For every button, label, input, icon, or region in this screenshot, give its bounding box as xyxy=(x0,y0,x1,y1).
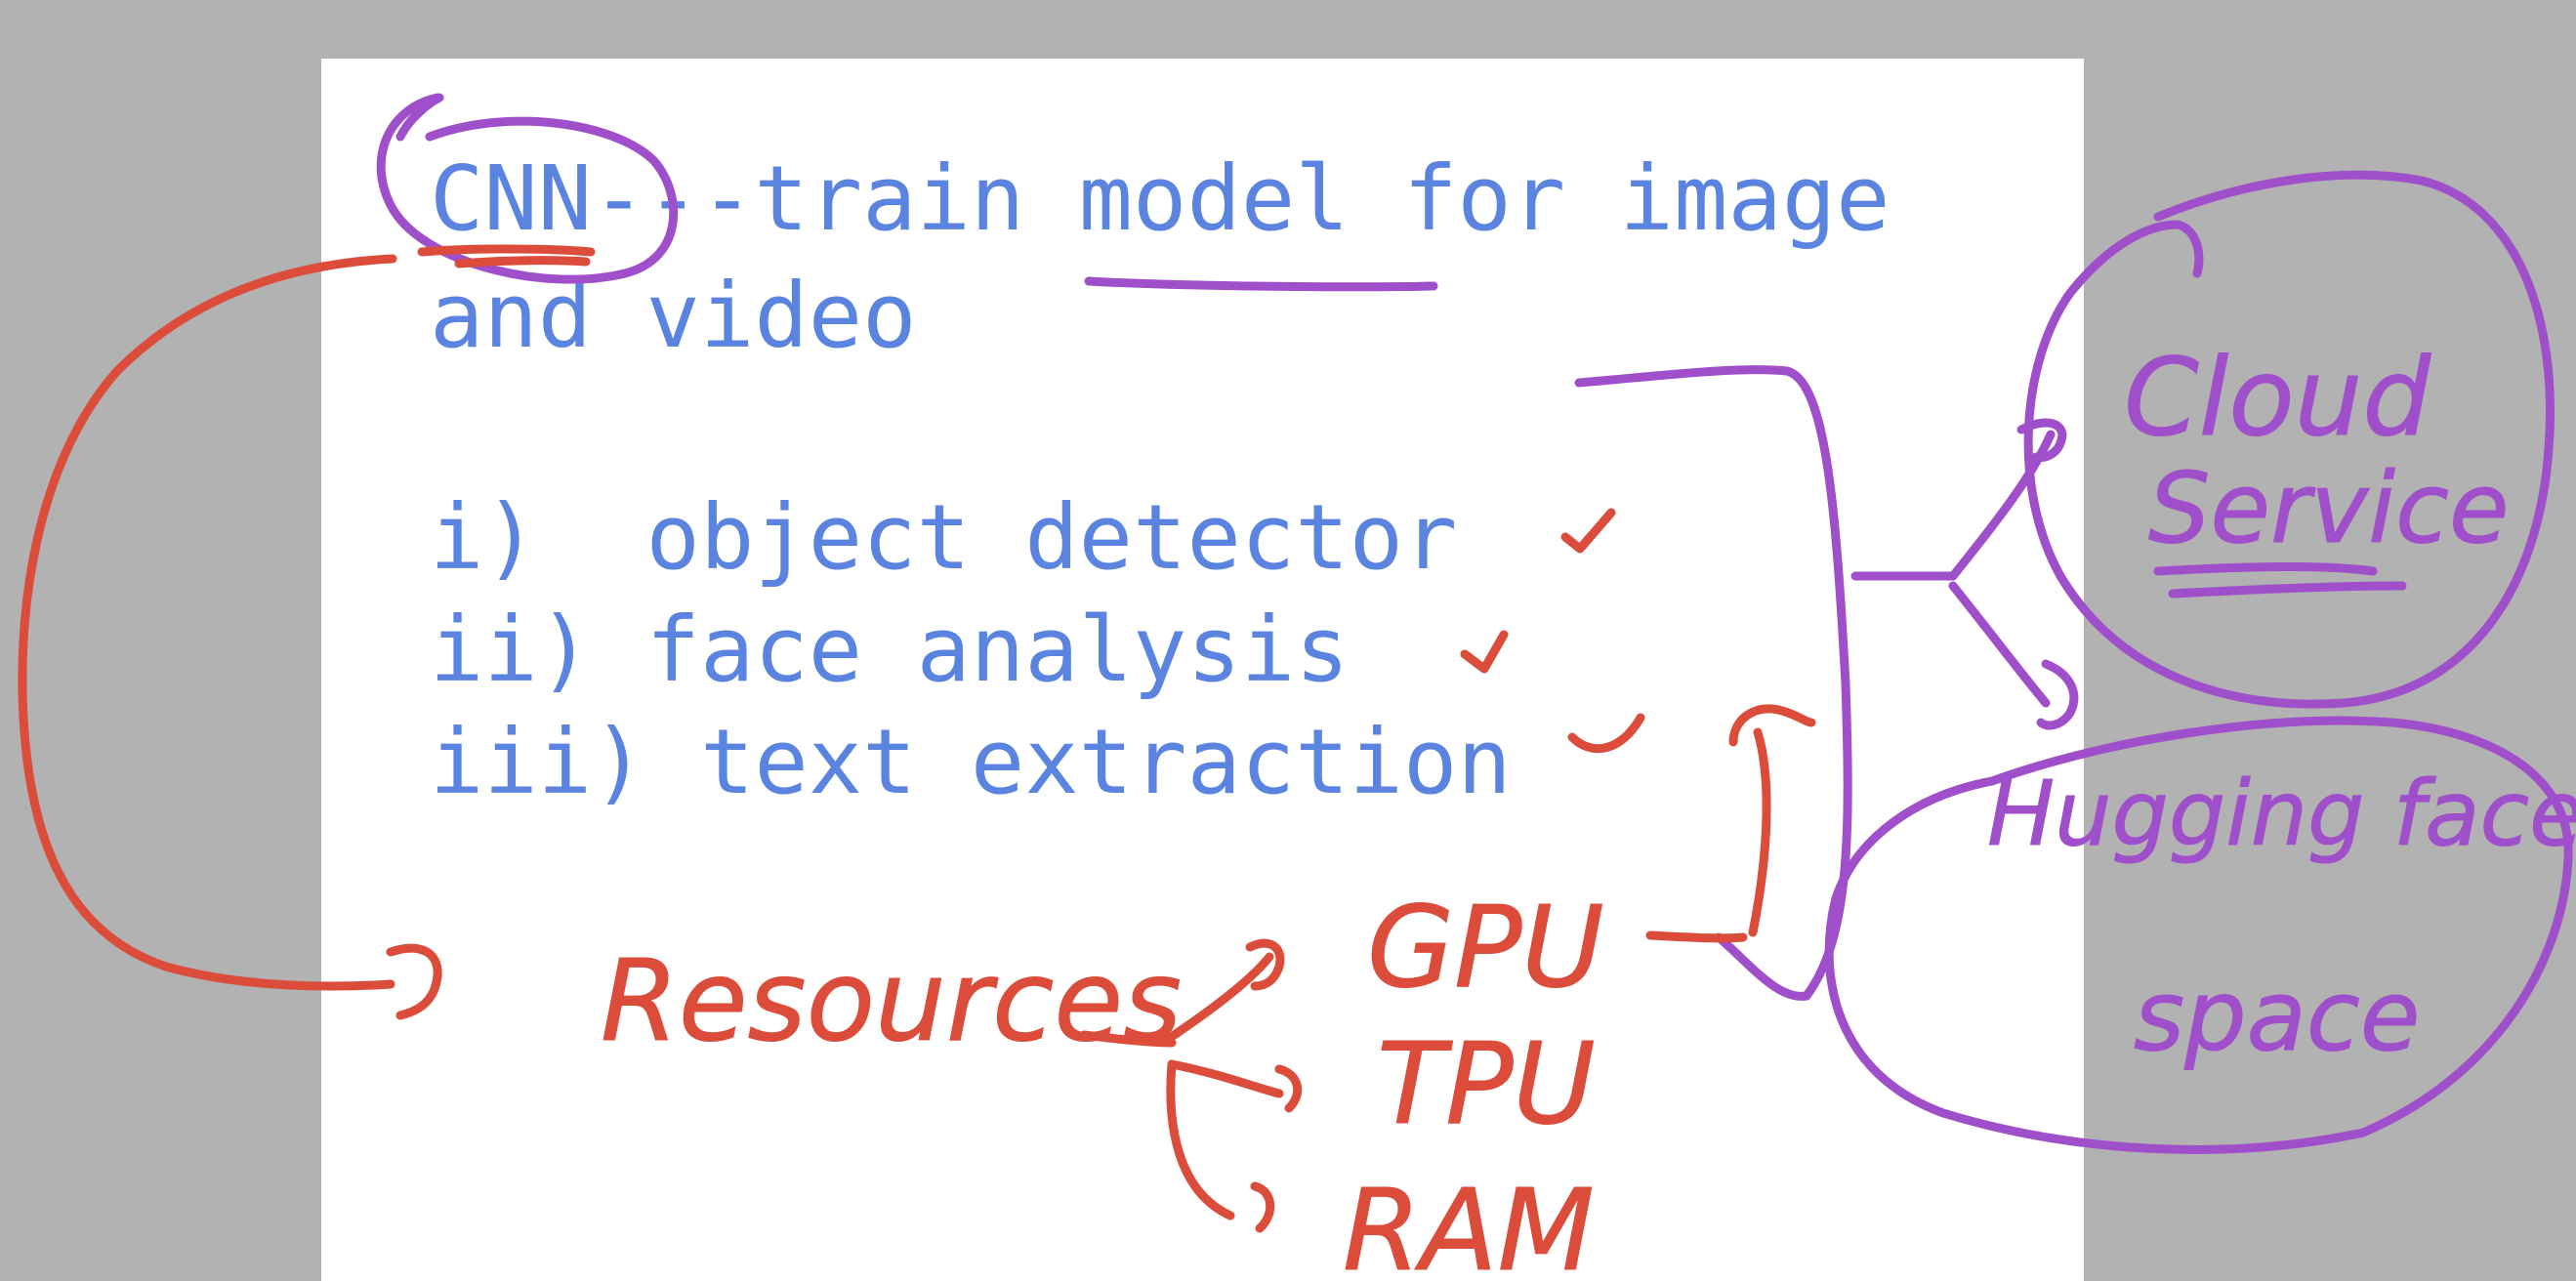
cnn-circle-stroke xyxy=(376,93,679,284)
branch-to-ram-stroke xyxy=(1166,1059,1275,1233)
typed-line-item-1: i) object detector xyxy=(430,485,1458,590)
cnn-to-resources-loop xyxy=(18,254,397,991)
bracket-stroke xyxy=(1574,365,1852,1001)
purple-ink-group: Cloud Service Hugging face space xyxy=(376,93,2576,1154)
branch-to-gpu-stroke xyxy=(1162,938,1285,1045)
cloud-label-line2: Service xyxy=(2148,451,2510,565)
red-ink-group: Resources GPU TPU RAM xyxy=(18,244,1816,1281)
resources-arrowhead xyxy=(386,943,442,1020)
hf-label-line2: space xyxy=(2134,959,2420,1073)
fork-up-stroke xyxy=(1948,418,2067,581)
typed-line-item-2: ii) face analysis xyxy=(430,598,1350,702)
typed-line-item-3: iii) text extraction xyxy=(430,710,1512,814)
cloud-label-line1: Cloud xyxy=(2124,335,2431,460)
check-mark-3 xyxy=(1567,713,1645,754)
cnn-underline-stroke xyxy=(417,244,596,269)
resources-label: Resources xyxy=(601,936,1182,1067)
check-mark-2 xyxy=(1460,630,1509,674)
resource-item-ram: RAM xyxy=(1343,1166,1595,1281)
hf-label-line1: Hugging face xyxy=(1987,762,2576,866)
document-page xyxy=(321,59,2084,1281)
resource-item-tpu: TPU xyxy=(1377,1019,1596,1150)
hf-circle-stroke xyxy=(1824,716,2573,1154)
resource-item-gpu: GPU xyxy=(1367,883,1604,1013)
service-underline-stroke xyxy=(2153,561,2407,599)
cloud-circle-stroke xyxy=(2023,170,2555,709)
typed-line-title: CNN---train model for image xyxy=(430,146,1890,251)
gpu-connector-stroke xyxy=(1645,704,1816,943)
fork-down-stroke xyxy=(1948,581,2079,730)
branch-to-tpu-stroke xyxy=(1167,1059,1303,1113)
check-mark-1 xyxy=(1560,508,1616,554)
typed-line-title-continued: and video xyxy=(430,264,917,368)
model-underline-stroke xyxy=(1084,276,1438,292)
